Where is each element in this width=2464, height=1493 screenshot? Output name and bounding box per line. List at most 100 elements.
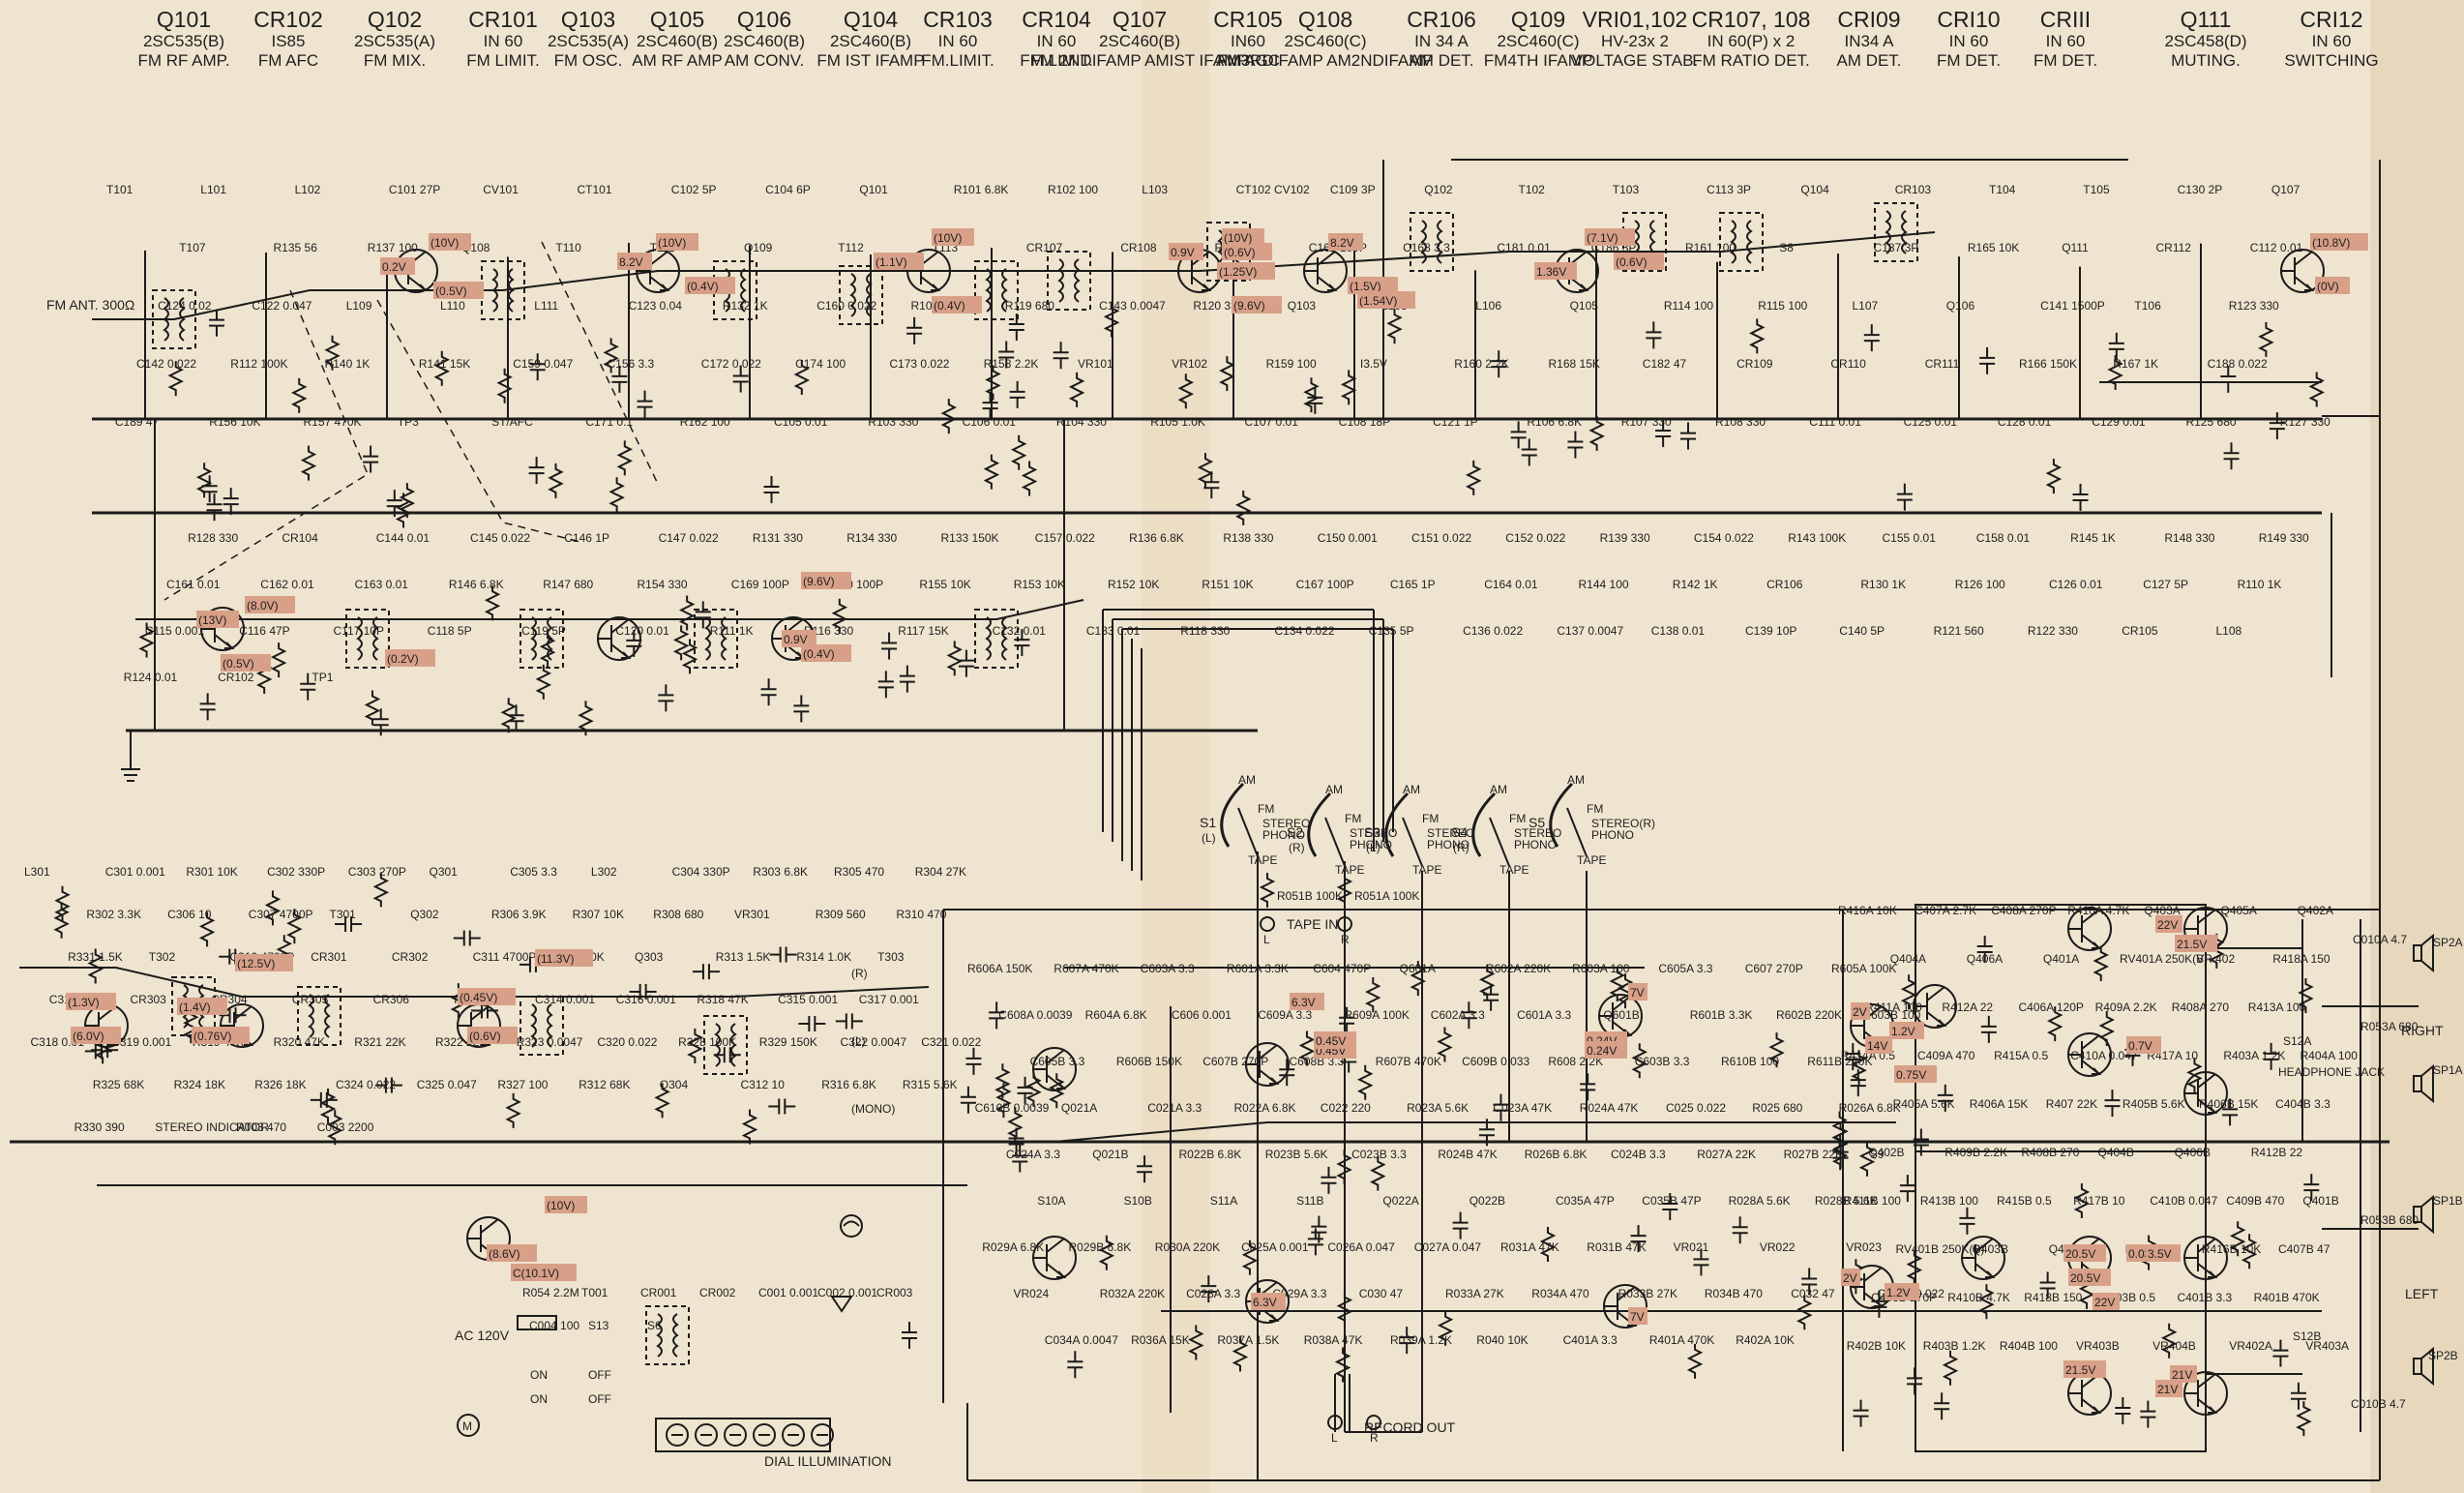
- tuner-component-label: C125 0.01: [1904, 415, 1958, 429]
- resistor: [198, 911, 216, 947]
- tuner-component-label: R133 150K: [941, 531, 999, 545]
- multiplex-channel-label: (L): [851, 1034, 866, 1048]
- switch-position-label: TAPE: [1577, 853, 1606, 867]
- switch-side: (R): [1289, 841, 1305, 854]
- capacitor: [989, 1001, 1005, 1030]
- multiplex-component-label: T303: [877, 950, 905, 964]
- multiplex-component-label: Q301: [430, 865, 459, 879]
- resistor: [1831, 1135, 1849, 1171]
- voltage-value: 21.5V: [2177, 938, 2207, 951]
- tuner-component-label: L108: [2216, 624, 2242, 638]
- resistor: [1465, 460, 1482, 495]
- tuner-component-label: CR111: [1925, 357, 1960, 371]
- preamp-component-label: S10A: [1037, 1194, 1065, 1208]
- capacitor: [1307, 1228, 1323, 1256]
- capacitor: [2104, 1090, 2121, 1118]
- tuner-component-label: R168 15K: [1549, 357, 1600, 371]
- tuner-component-label: R153 10K: [1014, 578, 1065, 591]
- preamp-component-label: Q022A: [1382, 1194, 1418, 1208]
- voltage-tag: (7.1V): [1585, 228, 1635, 246]
- power-switch-label: ON: [530, 1368, 548, 1382]
- transistor-preamp-2: [1245, 1042, 1290, 1087]
- header-part: IN60: [1231, 32, 1265, 50]
- power-amp-frame: [1915, 904, 2419, 1452]
- poweramp-component-label: R416A 10K: [1838, 904, 1897, 917]
- resistor: [364, 690, 381, 726]
- voltage-tag: 6.3V: [1290, 993, 1324, 1010]
- capacitor: [1493, 1093, 1509, 1121]
- voltage-tag: 14V: [1865, 1036, 1892, 1054]
- poweramp-component-label: Q401A: [2043, 952, 2079, 966]
- preamp-component-label: C602A 3.3: [1431, 1008, 1485, 1022]
- capacitor-c004: [902, 1322, 917, 1349]
- speaker-sp1a-icon: [2413, 1063, 2434, 1104]
- voltage-tag: (1.1V): [874, 253, 924, 270]
- tuner-component-label: R117 15K: [898, 624, 948, 638]
- resistor: [319, 1088, 337, 1123]
- resistor: [1437, 1027, 1453, 1062]
- voltage-value: 0.75V: [1896, 1068, 1926, 1082]
- power-component-label: T001: [581, 1286, 609, 1299]
- multiplex-component-label: R326 18K: [254, 1078, 306, 1091]
- switch-position-label: AM: [1490, 783, 1507, 796]
- capacitor: [528, 457, 545, 485]
- poweramp-component-label: R409A 2.2K: [2095, 1000, 2157, 1014]
- multiplex-component-label: T302: [149, 950, 176, 964]
- header-ref: CR105: [1213, 7, 1283, 32]
- tuner-component-label: C118 5P: [428, 624, 472, 638]
- resistor: [654, 1083, 670, 1119]
- capacitor: [223, 488, 239, 516]
- preamp-component-label: VR023: [1846, 1240, 1882, 1254]
- capacitor: [2263, 1042, 2279, 1070]
- tuner-component-label: R107 330: [1621, 415, 1672, 429]
- voltage-tag: (0.4V): [932, 296, 982, 314]
- voltage-tag: (1.3V): [66, 993, 116, 1010]
- multiplex-component-label: R313 1.5K: [716, 950, 771, 964]
- jack-lr-label: L: [1331, 1431, 1338, 1445]
- resistor: [995, 1083, 1012, 1119]
- capacitor: [1580, 1073, 1596, 1101]
- tuner-component-label: C147 0.022: [659, 531, 719, 545]
- resistor: [1370, 1155, 1386, 1191]
- capacitor: [1980, 1015, 1997, 1043]
- voltage-value: (1.4V): [179, 1000, 211, 1014]
- voltage-tag: (6.0V): [71, 1027, 121, 1044]
- preamp-component-label: R034B 470: [1705, 1287, 1763, 1300]
- multiplex-component-label: C319 0.001: [111, 1035, 171, 1049]
- tuner-component-label: R159 100: [1266, 357, 1317, 371]
- switch-position-label: FM: [1258, 802, 1274, 816]
- preamp-component-label: R027B 22K: [1784, 1148, 1843, 1161]
- capacitor: [374, 1077, 402, 1093]
- tuner-component-label: C128 0.01: [1998, 415, 2052, 429]
- voltage-value: (10V): [547, 1199, 575, 1212]
- tuner-component-label: R127 330: [2280, 415, 2330, 429]
- capacitor: [1008, 1127, 1024, 1155]
- tuner-component-label: R162 100: [680, 415, 730, 429]
- preamp-component-label: R038A 47K: [1304, 1333, 1363, 1347]
- tuner-component-label: R123 330: [2229, 299, 2279, 313]
- voltage-tag: (10V): [1222, 228, 1264, 246]
- poweramp-component-label: R418A 150: [2272, 952, 2330, 966]
- header-part: 2SC460(B): [724, 32, 805, 50]
- poweramp-component-label: C406A 120P: [2019, 1000, 2084, 1014]
- tuner-component-label: C144 0.01: [376, 531, 430, 545]
- poweramp-component-label: R412B 22: [2251, 1146, 2303, 1159]
- voltage-value: (11.3V): [537, 952, 574, 966]
- tuner-component-label: C160 0.022: [816, 299, 876, 313]
- preamp-component-label: C607B 270P: [1202, 1055, 1268, 1068]
- voltage-value: 1.2V: [1886, 1286, 1911, 1299]
- poweramp-component-label: R415A 0.5: [1994, 1049, 2048, 1062]
- tuner-component-label: R132 1K: [723, 299, 768, 313]
- voltage-tag: (10V): [932, 228, 974, 246]
- tuner-component-label: R104 330: [1056, 415, 1107, 429]
- transistor-q104: [906, 249, 951, 293]
- voltage-tag: (8.0V): [245, 596, 295, 613]
- tuner-component-label: C104 6P: [765, 183, 811, 196]
- multiplex-component-label: R302 3.3K: [86, 908, 141, 921]
- voltage-value: (8.6V): [489, 1247, 520, 1261]
- tuner-component-label: C127 5P: [2143, 578, 2188, 591]
